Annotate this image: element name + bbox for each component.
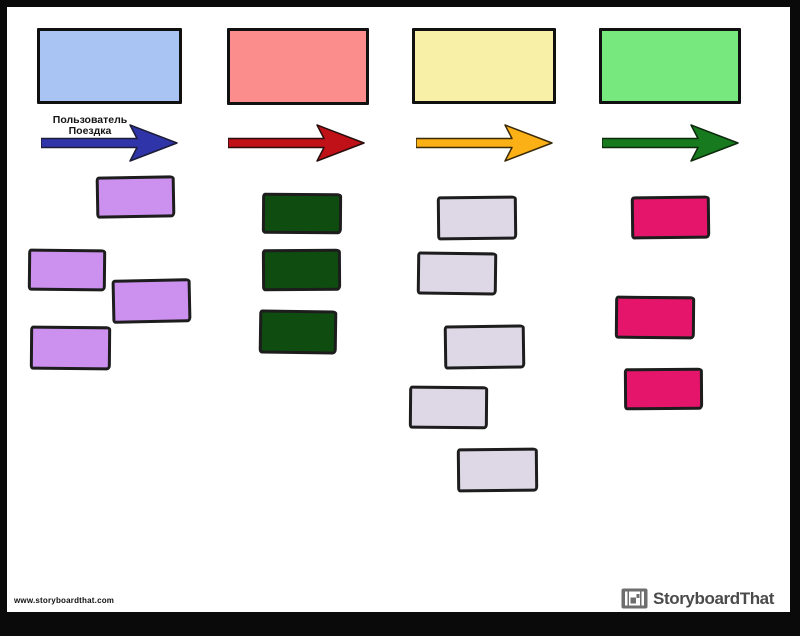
arrow-label-line1: Пользователь — [52, 114, 128, 126]
card-col3-1[interactable] — [436, 195, 518, 241]
arrow-2[interactable] — [228, 121, 365, 165]
card-col1-1[interactable] — [95, 175, 176, 219]
card-col3-4[interactable] — [408, 385, 489, 430]
card-col3-2[interactable] — [416, 251, 498, 296]
card-col4-3[interactable] — [623, 367, 704, 411]
storyboardthat-logo: StoryboardThat — [621, 588, 774, 609]
card-col2-1[interactable] — [261, 192, 343, 235]
arrow-4[interactable] — [602, 121, 739, 165]
card-col1-4[interactable] — [29, 325, 112, 371]
card-col4-1[interactable] — [630, 195, 711, 240]
card-col2-2[interactable] — [261, 248, 342, 292]
header-box-4[interactable] — [599, 28, 741, 104]
header-box-3[interactable] — [412, 28, 556, 104]
card-col2-3[interactable] — [258, 309, 338, 355]
card-col1-2[interactable] — [27, 248, 107, 292]
arrow-label: Пользователь Поездка — [35, 115, 145, 137]
header-box-2[interactable] — [227, 28, 369, 105]
watermark-url: www.storyboardthat.com — [14, 596, 115, 605]
header-box-1[interactable] — [37, 28, 182, 104]
card-col3-3[interactable] — [443, 324, 526, 370]
storyboard-logo-icon — [621, 588, 648, 609]
card-col4-2[interactable] — [614, 295, 696, 340]
card-col1-3[interactable] — [111, 278, 192, 324]
logo-text: StoryboardThat — [653, 588, 774, 608]
arrow-label-line2: Поездка — [68, 125, 112, 137]
arrow-3[interactable] — [416, 121, 553, 165]
storyboard-page: Пользователь Поездка — [7, 7, 790, 612]
card-col3-5[interactable] — [456, 447, 539, 493]
arrow-1[interactable] — [41, 121, 178, 165]
